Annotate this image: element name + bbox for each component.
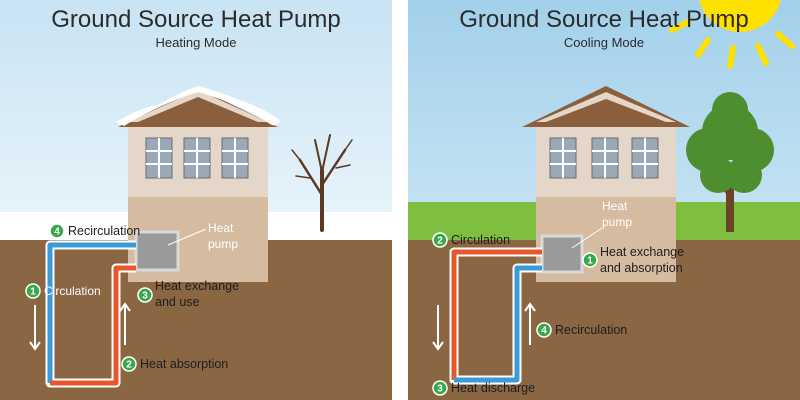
roof bbox=[522, 86, 690, 127]
heat-pump-label: pump bbox=[208, 237, 238, 251]
step-badge: 2 bbox=[121, 356, 137, 372]
step-badge: 4 bbox=[536, 322, 552, 338]
step-badge: 1 bbox=[582, 252, 598, 268]
step-badge: 3 bbox=[432, 380, 448, 396]
heat-pump-label: Heat bbox=[602, 199, 628, 213]
sun-icon bbox=[669, 0, 795, 69]
mode-subtitle: Heating Mode bbox=[156, 35, 237, 50]
step-badge: 3 bbox=[137, 287, 153, 303]
up-arrow-icon bbox=[524, 302, 536, 345]
step-badge: 4 bbox=[49, 223, 65, 239]
up-arrow-icon bbox=[119, 302, 131, 345]
cooling-diagram: Ground Source Heat Pump Cooling Mode bbox=[408, 0, 800, 400]
down-arrow-icon bbox=[432, 305, 444, 351]
panel-title: Ground Source Heat Pump bbox=[51, 6, 341, 33]
roof-snow bbox=[116, 86, 280, 126]
step-label-heat-absorption: Heat absorption bbox=[140, 357, 228, 371]
step-label-heat-exchange: Heat exchange bbox=[600, 245, 684, 259]
step-label-heat-exchange: Heat exchange bbox=[155, 279, 239, 293]
svg-text:2: 2 bbox=[126, 360, 132, 371]
step-label-circulation: Circulation bbox=[451, 233, 510, 247]
tree-icon bbox=[686, 92, 774, 232]
step-label-circulation: Circulation bbox=[44, 284, 101, 298]
step-badge: 2 bbox=[432, 232, 448, 248]
step-label-recirculation: Recirculation bbox=[555, 323, 627, 337]
svg-text:1: 1 bbox=[587, 256, 593, 267]
step-label-heat-exchange: and use bbox=[155, 295, 200, 309]
step-label-heat-discharge: Heat discharge bbox=[451, 381, 535, 395]
ground-loop-pipes bbox=[449, 247, 542, 385]
down-arrow-icon bbox=[29, 305, 41, 351]
step-label-heat-exchange: and absorption bbox=[600, 261, 683, 275]
ground-loop-pipes bbox=[45, 240, 136, 388]
svg-text:4: 4 bbox=[541, 326, 547, 337]
heat-pump-unit bbox=[134, 230, 180, 272]
house: Heat pump bbox=[116, 86, 280, 282]
mode-subtitle: Cooling Mode bbox=[564, 35, 644, 50]
cooling-mode-panel: Ground Source Heat Pump Cooling Mode bbox=[408, 0, 800, 400]
bare-tree-icon bbox=[291, 134, 353, 232]
step-label-recirculation: Recirculation bbox=[68, 224, 140, 238]
heating-mode-panel: Ground Source Heat Pump Heating Mode bbox=[0, 0, 392, 400]
heat-pump-label: Heat bbox=[208, 221, 234, 235]
svg-text:3: 3 bbox=[437, 384, 443, 395]
svg-text:3: 3 bbox=[142, 291, 148, 302]
heating-diagram: Ground Source Heat Pump Heating Mode bbox=[0, 0, 392, 400]
heat-pump-label: pump bbox=[602, 215, 632, 229]
panel-title: Ground Source Heat Pump bbox=[459, 6, 749, 33]
svg-text:2: 2 bbox=[437, 236, 443, 247]
roof bbox=[118, 88, 278, 127]
step-badge: 1 bbox=[25, 283, 41, 299]
svg-text:1: 1 bbox=[30, 287, 36, 298]
heat-pump-unit bbox=[540, 234, 584, 274]
svg-text:4: 4 bbox=[54, 227, 60, 238]
house: Heat pump bbox=[522, 86, 690, 282]
